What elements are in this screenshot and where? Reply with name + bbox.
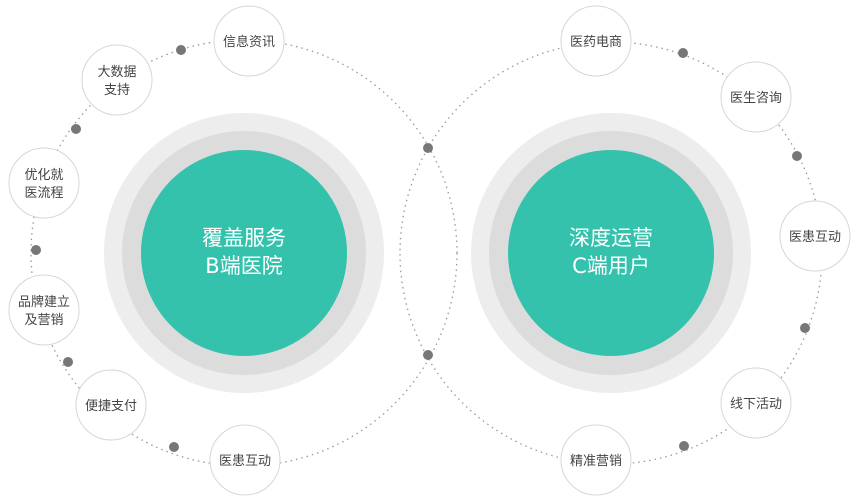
right-hub-core — [508, 150, 714, 356]
orbit-dot — [423, 143, 433, 153]
node-circle — [8, 147, 80, 219]
right-node-interaction: 医患互动 — [779, 200, 851, 272]
orbit-dot — [63, 357, 73, 367]
node-label: 优化就 — [24, 168, 63, 183]
node-label: 医生咨询 — [730, 91, 782, 106]
right-hub-title: 深度运营 — [569, 226, 653, 250]
left-node-payment: 便捷支付 — [75, 369, 147, 441]
node-label: 医流程 — [24, 186, 63, 201]
orbit-dot — [176, 45, 186, 55]
left-orbit-ring — [30, 39, 458, 467]
right-hub-subtitle: C端用户 — [572, 254, 650, 278]
node-label: 信息资讯 — [223, 34, 275, 50]
node-circle — [720, 61, 792, 133]
left-hub-subtitle: B端医院 — [205, 254, 282, 278]
node-circle — [209, 424, 281, 496]
node-circle — [75, 369, 147, 441]
orbit-dot — [71, 124, 81, 134]
orbit-dot — [169, 442, 179, 452]
node-circle — [8, 274, 80, 346]
node-circle — [560, 424, 632, 496]
left-node-bigdata: 大数据 支持 — [81, 44, 153, 116]
node-label: 精准营销 — [570, 454, 622, 469]
orbit-dot — [678, 48, 688, 58]
left-node-process: 优化就 医流程 — [8, 147, 80, 219]
left-hub-title: 覆盖服务 — [202, 226, 286, 250]
orbit-dot — [800, 323, 810, 333]
right-node-consult: 医生咨询 — [720, 61, 792, 133]
node-circle — [81, 44, 153, 116]
left-node-info: 信息资讯 — [213, 5, 285, 77]
orbit-dot — [792, 151, 802, 161]
orbit-dots — [31, 45, 810, 452]
node-circle — [720, 367, 792, 439]
left-hub-core — [141, 150, 347, 356]
node-label: 便捷支付 — [85, 399, 137, 414]
node-label: 医药电商 — [570, 35, 622, 50]
node-label: 医患互动 — [219, 454, 271, 469]
right-hub: 深度运营 C端用户 — [471, 113, 751, 393]
node-label: 及营销 — [24, 313, 63, 328]
node-circle — [560, 5, 632, 77]
orbit-dot — [31, 245, 41, 255]
node-label: 大数据 — [97, 65, 136, 80]
left-node-brand: 品牌建立 及营销 — [8, 274, 80, 346]
node-label: 支持 — [104, 83, 130, 98]
left-hub: 覆盖服务 B端医院 — [104, 113, 384, 393]
node-circle — [779, 200, 851, 272]
left-node-interaction: 医患互动 — [209, 424, 281, 496]
node-label: 线下活动 — [730, 397, 782, 412]
right-node-offline: 线下活动 — [720, 367, 792, 439]
right-node-ecommerce: 医药电商 — [560, 5, 632, 77]
orbit-dot — [679, 441, 689, 451]
node-circle — [213, 5, 285, 77]
orbit-dot — [423, 350, 433, 360]
node-label: 品牌建立 — [18, 294, 70, 310]
node-label: 医患互动 — [789, 230, 841, 245]
right-node-marketing: 精准营销 — [560, 424, 632, 496]
